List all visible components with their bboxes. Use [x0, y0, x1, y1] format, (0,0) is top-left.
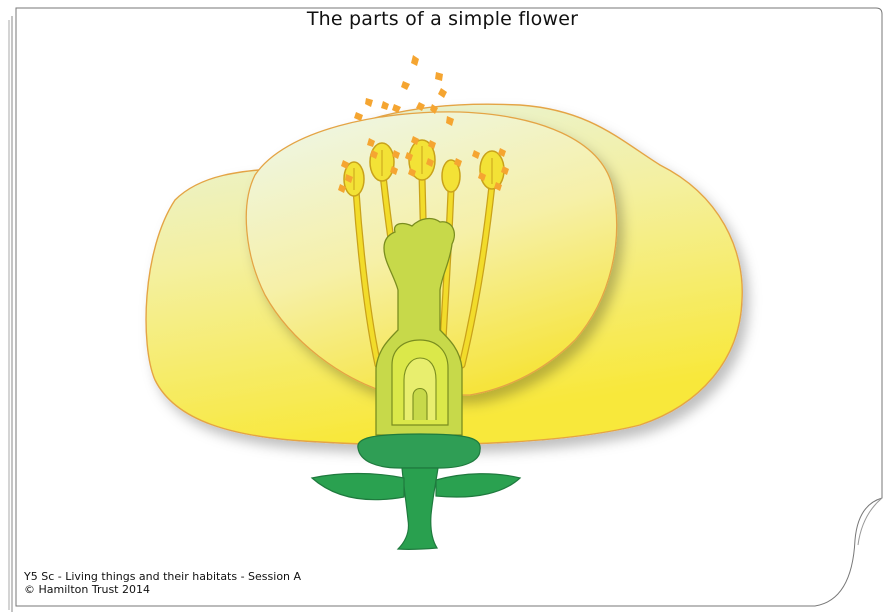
footer-session-label: Y5 Sc - Living things and their habitats… — [24, 570, 301, 583]
leaf-left — [312, 474, 404, 500]
leaf-right — [436, 474, 520, 497]
footer: Y5 Sc - Living things and their habitats… — [24, 570, 301, 596]
receptacle — [358, 434, 480, 468]
stem-and-leaves — [312, 434, 520, 549]
footer-copyright: © Hamilton Trust 2014 — [24, 583, 301, 596]
page-title: The parts of a simple flower — [0, 8, 885, 30]
ovule — [413, 389, 427, 421]
